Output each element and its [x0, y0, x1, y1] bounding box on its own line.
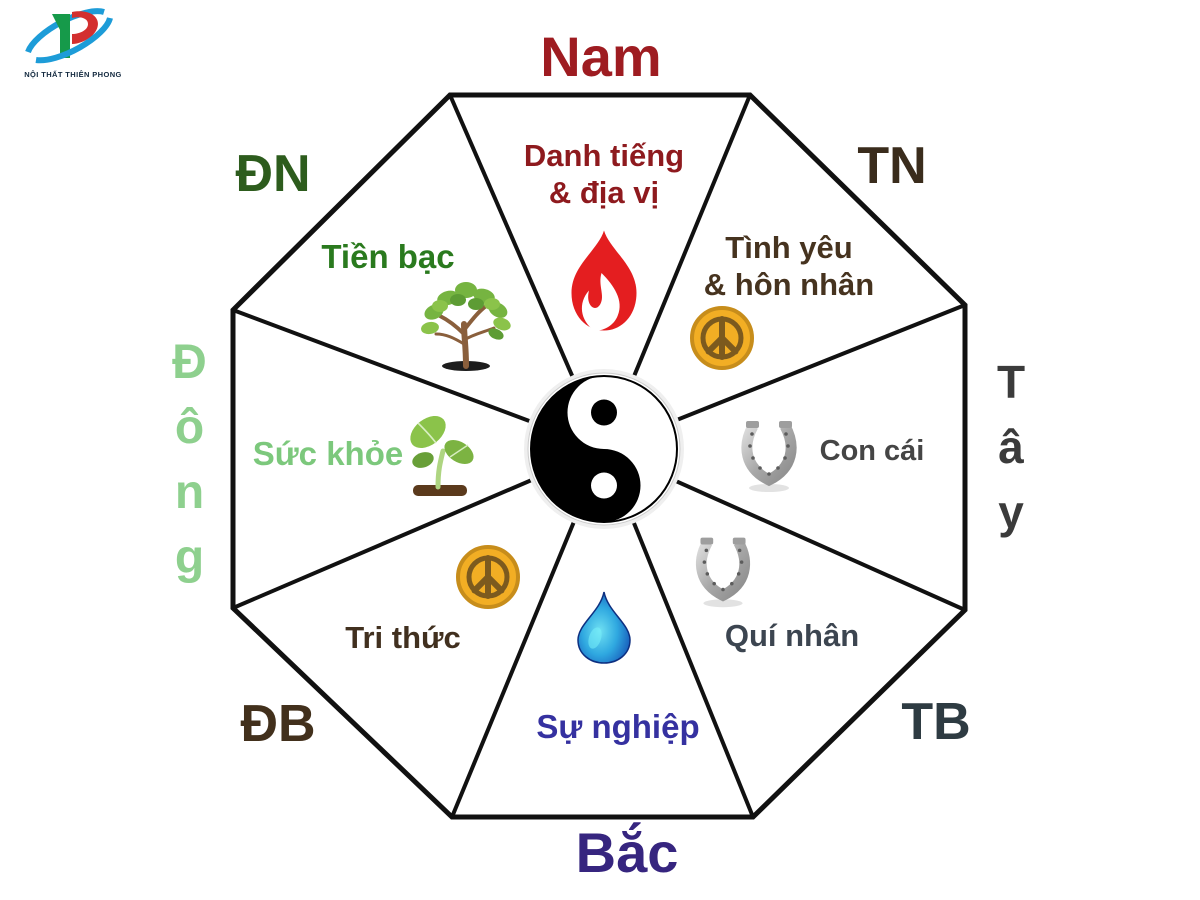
sector-label-fame-line1: Danh tiếng: [523, 138, 685, 173]
direction-label-north: Bắc: [575, 821, 679, 884]
brand-logo-mark: [25, 8, 113, 64]
direction-label-west: Tây: [985, 356, 1037, 551]
water-drop-icon: [577, 591, 631, 664]
sector-label-fame: Danh tiếng & địa vị: [524, 138, 684, 211]
sector-label-fame-line2: & địa vị: [548, 174, 660, 210]
horseshoe-icon-children: [741, 421, 797, 492]
sector-label-benefactors: Quí nhân: [724, 618, 860, 653]
flame-icon: [571, 230, 637, 331]
yin-yang-icon: [524, 369, 684, 529]
tree-icon: [421, 282, 511, 371]
horseshoe-icon-benefactors: [695, 537, 751, 608]
brand-name: NỘI THẤT THIÊN PHONG: [24, 70, 122, 79]
sector-label-love-line2: & hôn nhân: [703, 266, 875, 302]
brand-logo: NỘI THẤT THIÊN PHONG: [10, 6, 140, 84]
direction-label-northeast: ĐB: [240, 695, 316, 753]
peace-medal-icon-knowledge: [456, 545, 520, 609]
direction-label-southwest: TN: [857, 137, 927, 195]
direction-label-south: Nam: [540, 25, 662, 88]
peace-medal-icon-love: [690, 306, 754, 370]
sector-label-love-line1: Tình yêu: [725, 230, 853, 265]
sector-label-knowledge: Tri thức: [345, 620, 461, 655]
sector-label-children: Con cái: [819, 435, 925, 467]
sector-label-love: Tình yêu & hôn nhân: [704, 230, 874, 303]
direction-label-east: Đông: [163, 336, 216, 596]
sprout-icon: [410, 415, 474, 496]
direction-label-northwest: TB: [901, 693, 971, 751]
direction-label-southeast: ĐN: [235, 145, 311, 203]
sector-label-wealth: Tiền bạc: [321, 238, 455, 275]
sector-label-career: Sự nghiệp: [536, 708, 700, 745]
sector-label-health: Sức khỏe: [252, 435, 404, 472]
